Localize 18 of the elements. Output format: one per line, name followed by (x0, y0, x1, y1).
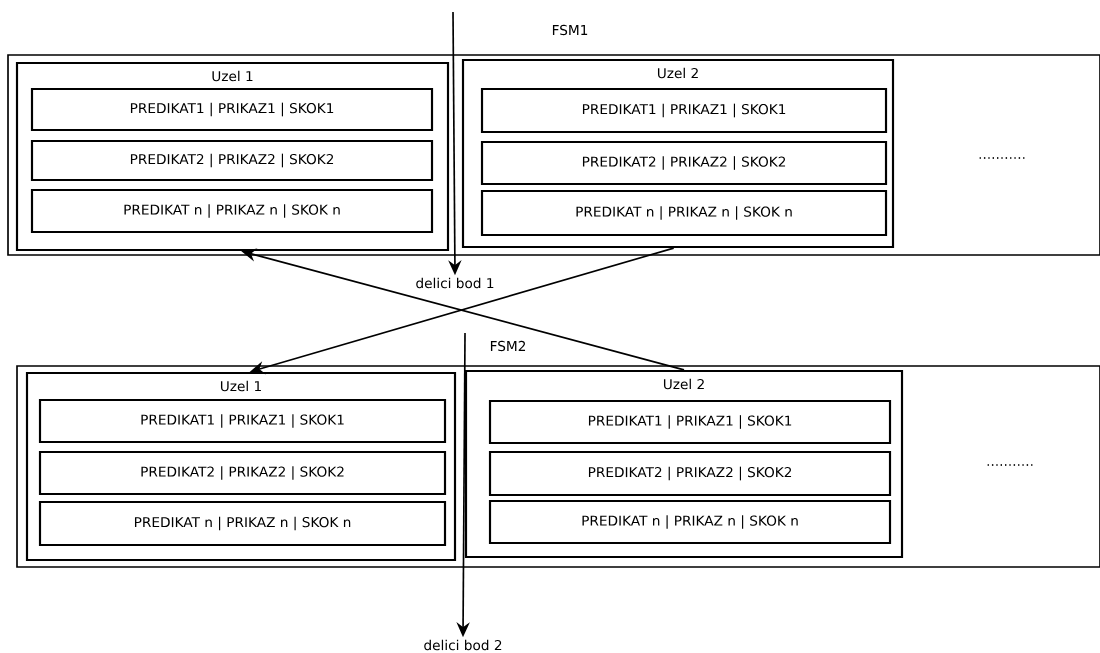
row-box: PREDIKAT n | PRIKAZ n | SKOK n (488, 499, 892, 545)
point-label: delici bod 1 (416, 277, 494, 289)
row-box: PREDIKAT1 | PRIKAZ1 | SKOK1 (488, 399, 892, 445)
point-label: delici bod 2 (424, 639, 502, 651)
row-box: PREDIKAT1 | PRIKAZ1 | SKOK1 (38, 398, 447, 444)
row-box: PREDIKAT n | PRIKAZ n | SKOK n (480, 189, 888, 237)
row-box: PREDIKAT2 | PRIKAZ2 | SKOK2 (30, 139, 434, 182)
ellipsis: ........... (979, 157, 1025, 159)
row-box: PREDIKAT1 | PRIKAZ1 | SKOK1 (30, 87, 434, 132)
row-box: PREDIKAT n | PRIKAZ n | SKOK n (30, 188, 434, 234)
ellipsis: ........... (987, 464, 1033, 466)
row-box: PREDIKAT2 | PRIKAZ2 | SKOK2 (38, 450, 447, 496)
row-box: PREDIKAT n | PRIKAZ n | SKOK n (38, 500, 447, 547)
row-box: PREDIKAT1 | PRIKAZ1 | SKOK1 (480, 87, 888, 134)
row-box: PREDIKAT2 | PRIKAZ2 | SKOK2 (488, 450, 892, 497)
band-heading: FSM2 (490, 340, 526, 352)
row-box: PREDIKAT2 | PRIKAZ2 | SKOK2 (480, 140, 888, 186)
band-heading: FSM1 (552, 24, 588, 36)
